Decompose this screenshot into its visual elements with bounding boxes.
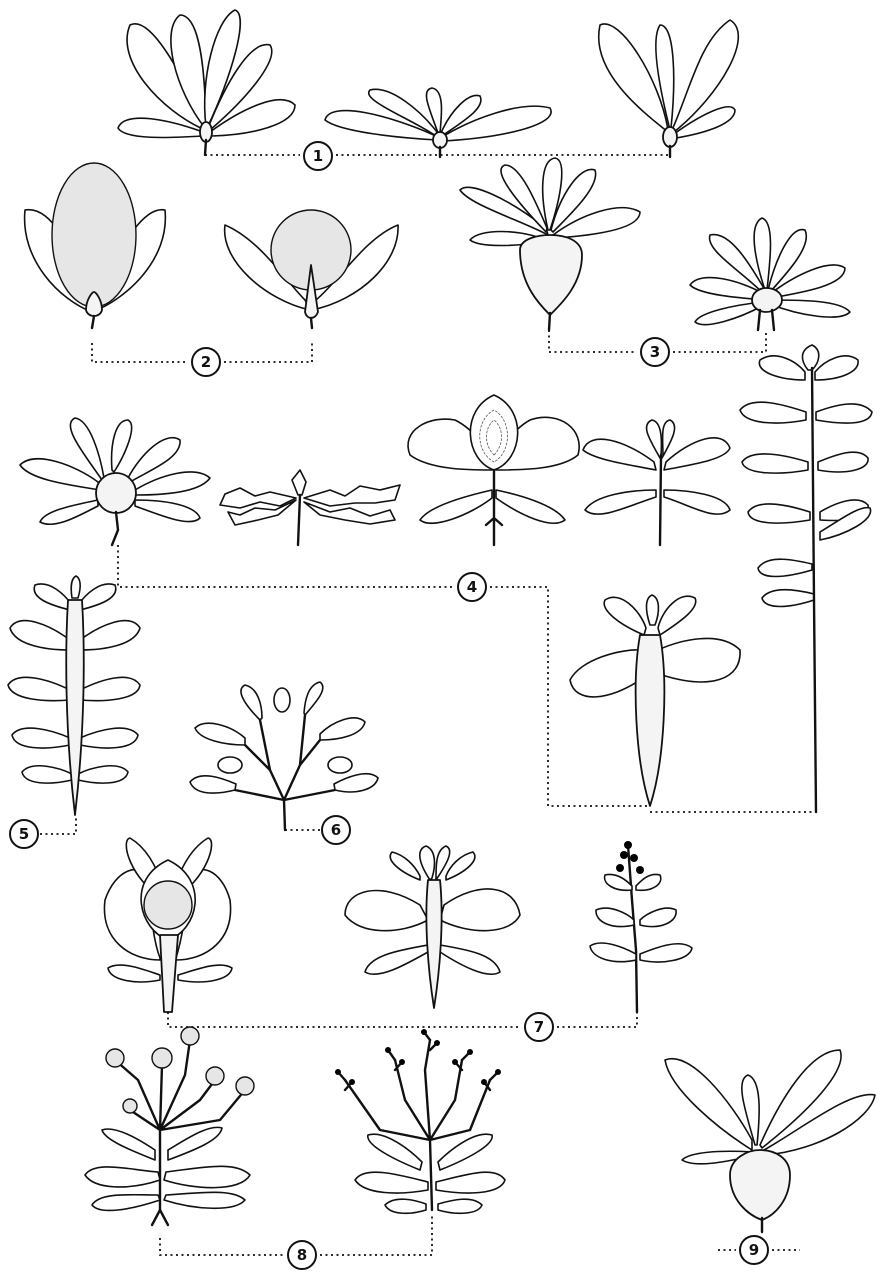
marker-8: 8 [288,1241,316,1269]
marker-6: 6 [322,816,350,844]
marker-1-label: 1 [313,147,323,165]
marker-1: 1 [304,142,332,170]
leaf-with-oblong-bulb [25,163,166,328]
marker-5-label: 5 [19,825,29,843]
rosette-tufted-crown [345,846,520,1008]
marker-7-label: 7 [534,1018,544,1036]
marker-2-label: 2 [201,353,211,371]
rosette-central-bud [408,395,579,545]
marker-9: 9 [740,1236,768,1264]
marker-3-label: 3 [650,343,660,361]
marker-4-label: 4 [467,578,477,596]
rosette-small-tuber-branching [20,418,210,545]
marker-8-label: 8 [297,1246,307,1264]
marker-3: 3 [641,338,669,366]
rosette-turnip-root [460,158,640,330]
rosette-tall-elongated-stem [740,345,872,812]
rosette-branched-shrublet [190,682,378,830]
rosette-bottle-stem [570,595,740,806]
marker-4: 4 [458,573,486,601]
rosette-small-flowering-stalk [590,841,692,1012]
rosette-cushion-radiating [690,218,850,330]
rosette-columnar-stacked [8,576,140,815]
marker-9-label: 9 [749,1241,759,1259]
connector-group-7 [168,1012,637,1027]
marker-2: 2 [192,348,220,376]
rosette-flat-spreading [325,88,551,157]
rosette-turnip-large [665,1050,875,1232]
connector-group-5 [40,815,76,834]
leaf-with-round-bulb [225,210,398,328]
rosette-globe-flowered [85,1027,254,1225]
rosette-racemose-flowered [335,1029,505,1213]
rosette-short-stem-crown [583,420,730,545]
marker-5: 5 [10,820,38,848]
rosette-fan-upright [118,10,295,155]
rosette-upright-two-leaves [599,20,739,157]
marker-6-label: 6 [331,821,341,839]
marker-7: 7 [525,1013,553,1041]
rosette-cup-with-bulb [104,838,232,1012]
rosette-serrated-flat [220,470,400,545]
